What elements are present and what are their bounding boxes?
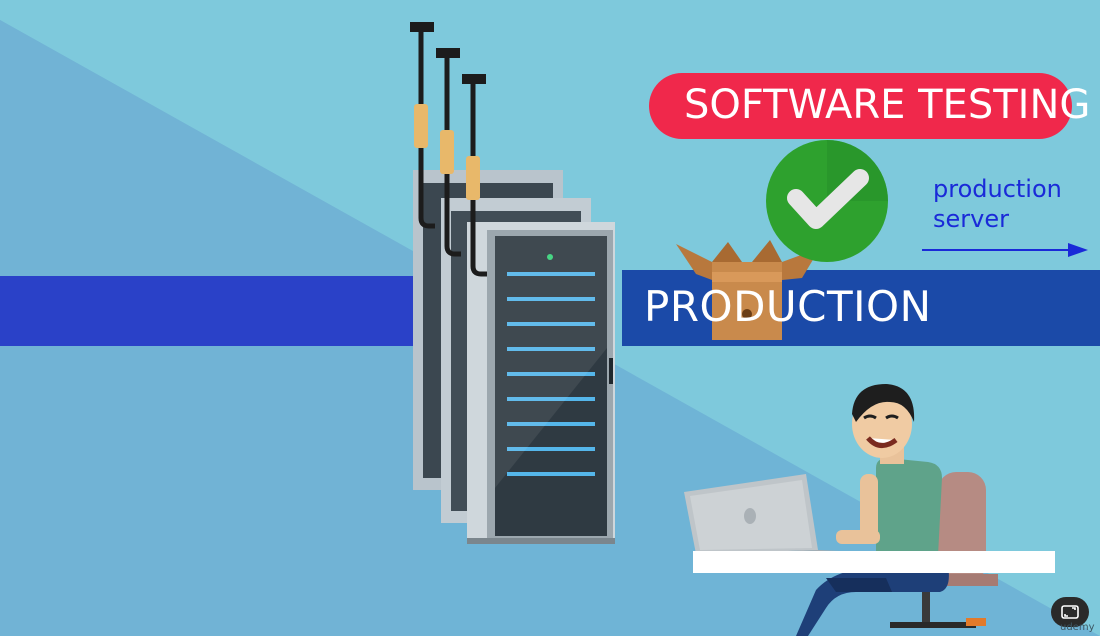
developer-illustration bbox=[684, 384, 998, 636]
production-band-title: PRODUCTION bbox=[644, 282, 932, 331]
software-testing-title: SOFTWARE TESTING bbox=[684, 82, 1091, 128]
caption-line-server: server bbox=[933, 205, 1009, 233]
production-band-right bbox=[622, 270, 1100, 346]
laptop bbox=[684, 474, 862, 556]
production-band-left bbox=[0, 276, 416, 346]
server-cables bbox=[410, 22, 487, 277]
developer-body bbox=[796, 384, 949, 636]
production-server-caption: production server bbox=[933, 174, 1062, 234]
desk bbox=[693, 551, 1055, 573]
server-racks-illustration bbox=[410, 22, 615, 544]
udemy-watermark: udemy bbox=[1060, 622, 1095, 633]
caption-line-production: production bbox=[933, 175, 1062, 203]
fullscreen-button[interactable] bbox=[1051, 597, 1089, 627]
fullscreen-icon bbox=[1061, 605, 1079, 619]
checkmark-icon bbox=[766, 140, 888, 262]
software-testing-badge bbox=[649, 73, 1072, 139]
arrow-right-icon bbox=[922, 243, 1088, 257]
server-rack-front bbox=[467, 222, 615, 544]
